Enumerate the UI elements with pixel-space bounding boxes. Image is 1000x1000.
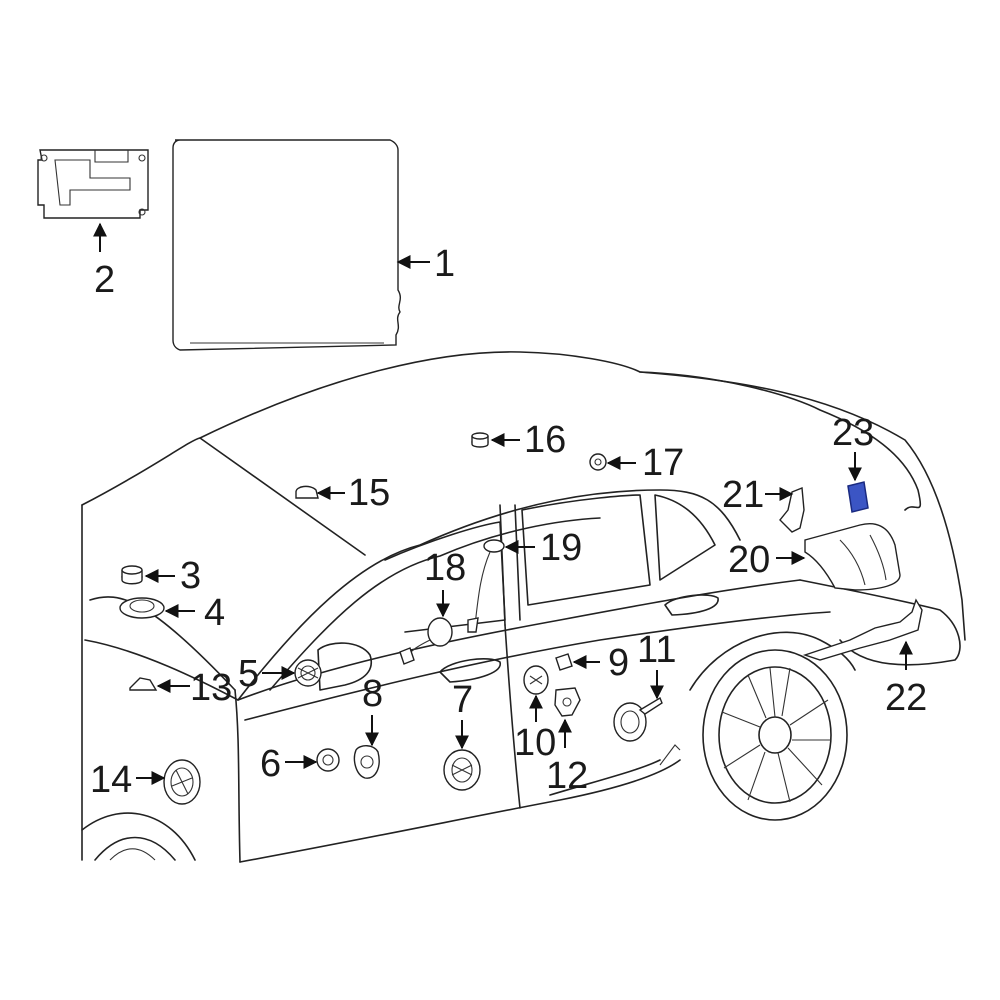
part-17-grommet [589, 453, 607, 471]
callout-labels: 1 2 3 4 5 6 7 8 9 10 11 12 13 14 15 16 1… [90, 243, 927, 801]
part-1-display-panel [172, 139, 401, 351]
callout-13[interactable]: 13 [190, 667, 232, 709]
part-19-speaker-wire [467, 539, 505, 633]
callout-1[interactable]: 1 [434, 243, 455, 285]
part-13-clip [129, 677, 158, 691]
part-9-cap [555, 653, 573, 671]
callout-16[interactable]: 16 [524, 419, 566, 461]
part-22-bracket-rail [802, 598, 923, 661]
part-10-disc [523, 665, 549, 695]
part-11-woofer [613, 696, 663, 742]
part-18-speaker-harness [399, 617, 453, 665]
callout-15[interactable]: 15 [348, 472, 390, 514]
callout-19[interactable]: 19 [540, 527, 582, 569]
callout-12[interactable]: 12 [546, 755, 588, 797]
part-20-subwoofer-box [804, 523, 901, 591]
callout-18[interactable]: 18 [424, 547, 466, 589]
callout-8[interactable]: 8 [362, 673, 383, 715]
part-5-speaker-grille [294, 659, 322, 687]
callout-2[interactable]: 2 [94, 259, 115, 301]
callout-5[interactable]: 5 [238, 653, 259, 695]
part-16-cap [471, 432, 489, 448]
callout-10[interactable]: 10 [514, 722, 556, 764]
callout-6[interactable]: 6 [260, 743, 281, 785]
part-2-control-module [37, 149, 149, 219]
part-12-bracket [554, 687, 581, 717]
callout-23[interactable]: 23 [832, 412, 874, 454]
callout-11[interactable]: 11 [637, 629, 676, 671]
callout-3[interactable]: 3 [180, 555, 201, 597]
callout-20[interactable]: 20 [728, 539, 770, 581]
part-8-bracket-speaker [353, 745, 380, 779]
part-6-speaker [316, 748, 340, 772]
part-21-bracket [779, 487, 805, 533]
callout-21[interactable]: 21 [722, 474, 764, 516]
leader-arrows [93, 222, 913, 785]
callout-22[interactable]: 22 [885, 677, 927, 719]
car-body-outline [81, 351, 966, 863]
callout-14[interactable]: 14 [90, 759, 132, 801]
part-14-speaker [163, 759, 201, 805]
part-3-cap [121, 565, 143, 585]
callout-9[interactable]: 9 [608, 642, 629, 684]
part-15-sensor [295, 485, 319, 499]
part-4-tweeter [119, 597, 165, 619]
callout-7[interactable]: 7 [452, 679, 473, 721]
callout-4[interactable]: 4 [204, 592, 225, 634]
part-7-door-speaker [443, 749, 481, 791]
part-23-amplifier-highlighted [847, 481, 869, 513]
callout-17[interactable]: 17 [642, 442, 684, 484]
